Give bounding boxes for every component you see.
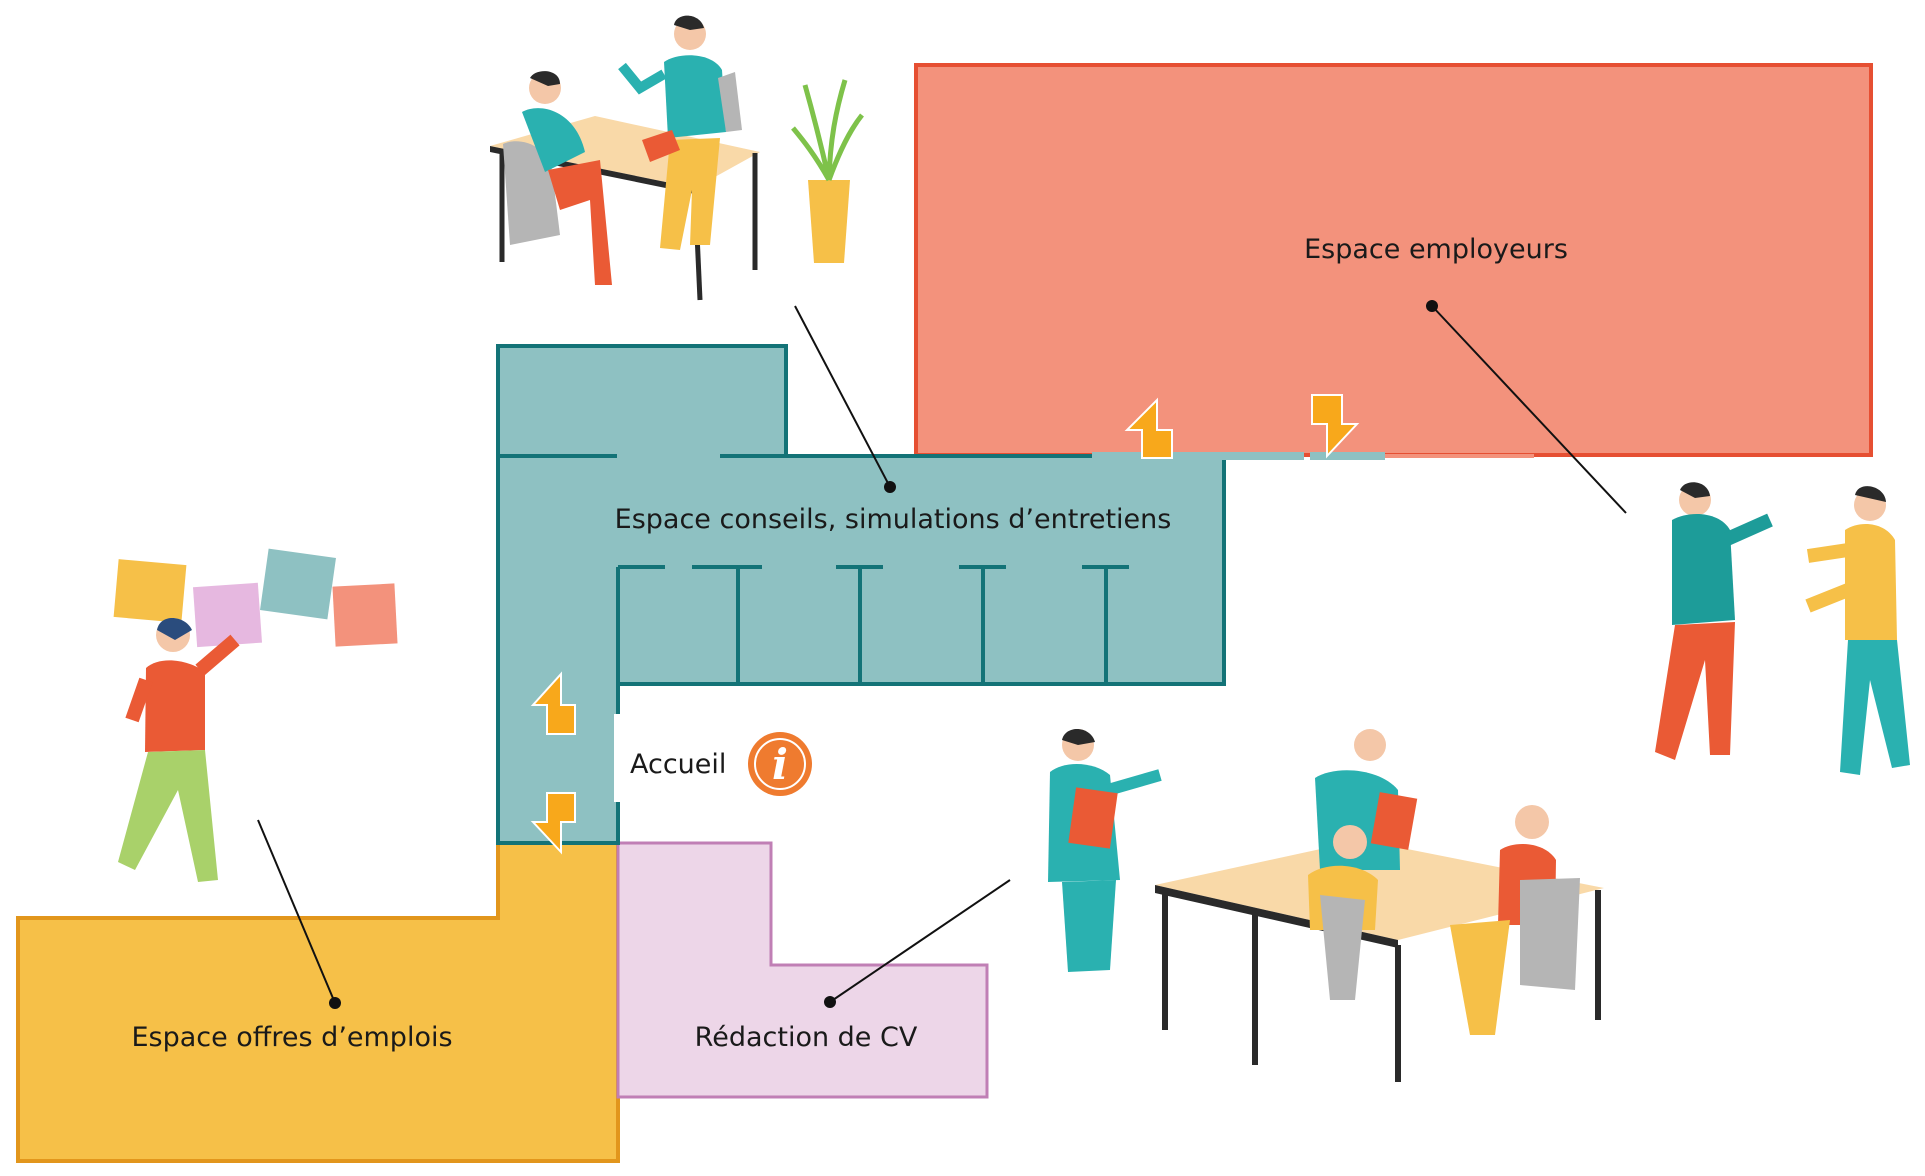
connector-dots	[329, 300, 1438, 1009]
advice-label: Espace conseils, simulations d’entretien…	[615, 504, 1172, 535]
job-offers-zone[interactable]	[16, 841, 620, 1163]
arrow-up-icon	[1124, 397, 1173, 459]
info-glyph: i	[772, 740, 788, 789]
jobs-label: Espace offres d’emplois	[131, 1022, 452, 1053]
arrow-down-icon	[530, 792, 576, 855]
cv-workshop-illustration	[1048, 728, 1604, 1082]
arrow-up-icon	[530, 671, 576, 735]
job-board-illustration	[113, 548, 398, 882]
reception-label: Accueil	[630, 749, 726, 780]
cv-writing-zone[interactable]	[616, 841, 989, 1099]
flow-arrows	[530, 394, 1360, 855]
advice-meeting-illustration	[490, 15, 864, 301]
plant-icon	[791, 79, 864, 263]
employers-label: Espace employeurs	[1304, 234, 1568, 265]
cv-label: Rédaction de CV	[695, 1022, 918, 1053]
advice-zone-walls	[498, 454, 1129, 684]
connector-lines	[257, 305, 1627, 1004]
door-gap-left	[614, 714, 622, 802]
door-gap-top-2	[1310, 452, 1385, 460]
info-icon[interactable]: i	[748, 732, 812, 796]
employers-zone[interactable]	[914, 63, 1873, 457]
door-gap-top	[1092, 452, 1304, 460]
employers-greeting-illustration	[1655, 482, 1910, 775]
sticky-note-icon	[113, 548, 398, 648]
arrow-down-icon	[1311, 394, 1360, 459]
